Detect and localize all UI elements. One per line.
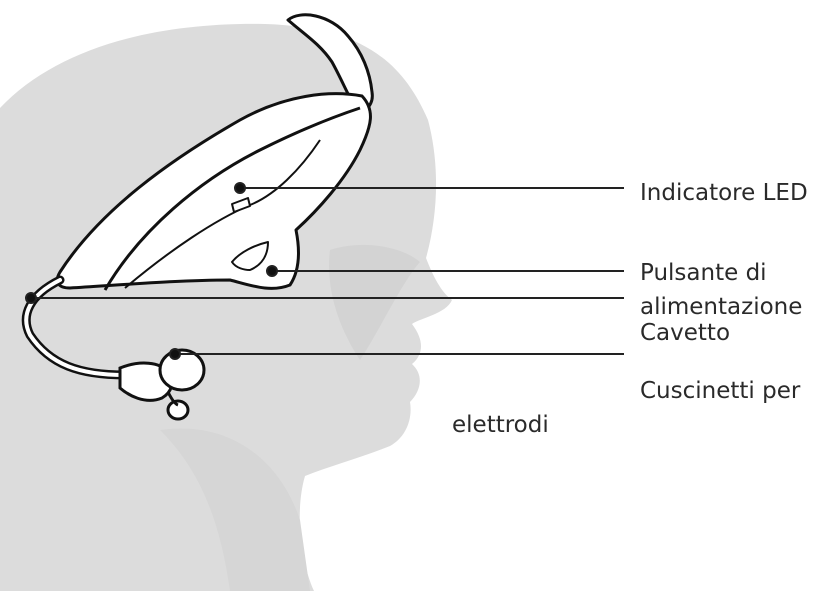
label-cable: Cavetto (640, 320, 730, 347)
led-dot (235, 183, 245, 193)
label-power-line1: Pulsante di (640, 260, 767, 287)
label-pads-line1: Cuscinetti per (640, 378, 800, 405)
cable-dot (26, 293, 36, 303)
label-power-line2: alimentazione (640, 294, 802, 321)
label-led: Indicatore LED (640, 180, 808, 207)
electrode-dot (170, 349, 180, 359)
label-pads-line2: elettrodi (452, 412, 549, 439)
power-button-dot (267, 266, 277, 276)
